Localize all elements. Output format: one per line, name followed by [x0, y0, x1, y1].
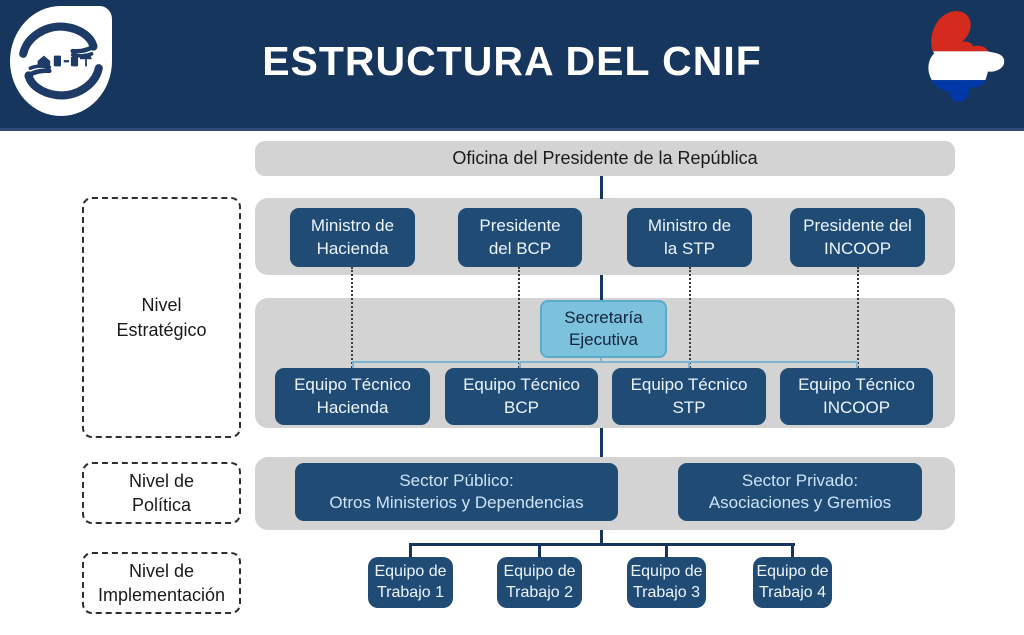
connector-office-to-band	[600, 175, 603, 199]
executive-secretariat-line2: Ejecutiva	[569, 330, 638, 349]
workteam-2-line1: Equipo de	[503, 562, 576, 580]
building-icon	[53, 55, 61, 67]
workteams-horizontal-connector	[409, 543, 795, 546]
president-incoop-line1: Presidente del	[803, 216, 912, 236]
dotted-link-hacienda	[351, 267, 353, 368]
techteam-incoop-line2: INCOOP	[822, 397, 891, 417]
president-incoop-line2: INCOOP	[823, 238, 892, 258]
hands-financial-inclusion-logo-icon	[10, 6, 112, 116]
workteam-3-box: Equipo de Trabajo 3	[627, 557, 706, 608]
header-bar: ESTRUCTURA DEL CNIF	[0, 0, 1024, 131]
techteam-hacienda-line1: Equipo Técnico	[294, 375, 411, 395]
umbrella-handle	[85, 59, 87, 67]
secretariat-stub	[600, 354, 602, 362]
workteam-2-drop	[538, 545, 541, 557]
techteam-hacienda-box: Equipo Técnico Hacienda	[275, 368, 430, 425]
techteam-hacienda-line2: Hacienda	[316, 397, 389, 417]
dotted-link-bcp	[518, 267, 520, 368]
techteam-2-drop	[519, 361, 521, 368]
workteam-3-line1: Equipo de	[630, 562, 703, 580]
connector-band-to-secretariat	[600, 275, 603, 301]
connector-teams-to-sectors	[600, 428, 603, 457]
public-sector-line1: Sector Público:	[399, 470, 514, 490]
arrow-icon	[63, 60, 70, 63]
workteam-3-line2: Trabajo 3	[633, 583, 700, 601]
workteam-4-box: Equipo de Trabajo 4	[753, 557, 832, 608]
level-strategic-line2: Estratégico	[116, 319, 207, 340]
hands-icon	[19, 22, 103, 100]
techteam-incoop-box: Equipo Técnico INCOOP	[780, 368, 933, 425]
house-icon	[37, 55, 51, 67]
minister-hacienda-line2: Hacienda	[316, 238, 389, 258]
level-strategic-box: Nivel Estratégico	[82, 197, 241, 438]
level-policy-line1: Nivel de	[128, 470, 195, 491]
workteam-1-box: Equipo de Trabajo 1	[368, 557, 453, 608]
private-sector-line2: Asociaciones y Gremios	[708, 493, 892, 512]
private-sector-line1: Sector Privado:	[741, 470, 859, 490]
level-implementation-box: Nivel de Implementación	[82, 552, 241, 614]
techteam-incoop-line1: Equipo Técnico	[798, 375, 915, 395]
executive-secretariat-line1: Secretaría	[564, 307, 643, 327]
minister-stp-line2: la STP	[663, 238, 716, 258]
techteam-bcp-line2: BCP	[504, 397, 539, 417]
umbrella-icon	[79, 53, 92, 60]
techteam-3-drop	[688, 361, 690, 368]
techteam-stp-box: Equipo Técnico STP	[612, 368, 766, 425]
level-implementation-line1: Nivel de	[128, 560, 195, 581]
minister-stp-line1: Ministro de	[647, 216, 732, 236]
techteam-1-drop	[352, 361, 354, 368]
dotted-link-incoop	[857, 267, 859, 368]
level-strategic-line1: Nivel	[141, 295, 182, 316]
techteam-bcp-line1: Equipo Técnico	[463, 375, 580, 395]
president-bcp-line2: del BCP	[488, 238, 552, 258]
private-sector-box: Sector Privado: Asociaciones y Gremios	[678, 463, 922, 521]
executive-secretariat-box: Secretaría Ejecutiva	[540, 300, 667, 358]
public-sector-line2: Otros Ministerios y Dependencias	[329, 493, 584, 512]
level-policy-line2: Política	[131, 495, 192, 515]
level-policy-box: Nivel de Política	[82, 462, 241, 524]
techteam-4-drop	[856, 361, 858, 368]
techteam-stp-line1: Equipo Técnico	[630, 375, 748, 395]
minister-stp-box: Ministro de la STP	[627, 208, 752, 267]
president-incoop-box: Presidente del INCOOP	[790, 208, 925, 267]
workteam-4-drop	[791, 545, 794, 557]
minister-hacienda-line1: Ministro de	[310, 216, 395, 236]
office-of-president-box: Oficina del Presidente de la República	[255, 141, 955, 176]
level-implementation-line2: Implementación	[97, 585, 226, 605]
paraguay-map-flag-icon	[916, 8, 1012, 110]
workteam-1-drop	[409, 545, 412, 557]
technical-teams-horizontal-connector	[352, 361, 858, 363]
president-bcp-box: Presidente del BCP	[458, 208, 582, 267]
techteam-stp-line2: STP	[672, 397, 706, 417]
workteam-4-line1: Equipo de	[756, 562, 829, 580]
workteam-1-line1: Equipo de	[374, 562, 447, 580]
techteam-bcp-box: Equipo Técnico BCP	[445, 368, 598, 425]
workteam-2-box: Equipo de Trabajo 2	[497, 557, 582, 608]
dotted-link-stp	[689, 267, 691, 368]
workteam-1-line2: Trabajo 1	[377, 583, 444, 601]
minister-hacienda-box: Ministro de Hacienda	[290, 208, 415, 267]
connector-sectors-to-workteams	[600, 530, 603, 546]
president-bcp-line1: Presidente	[479, 216, 561, 236]
workteam-2-line2: Trabajo 2	[506, 583, 573, 601]
workteam-4-line2: Trabajo 4	[759, 583, 826, 601]
office-of-president-label: Oficina del Presidente de la República	[452, 148, 758, 168]
card-icon	[70, 56, 79, 67]
page-title: ESTRUCTURA DEL CNIF	[262, 38, 762, 84]
workteam-3-drop	[665, 545, 668, 557]
public-sector-box: Sector Público: Otros Ministerios y Depe…	[295, 463, 618, 521]
